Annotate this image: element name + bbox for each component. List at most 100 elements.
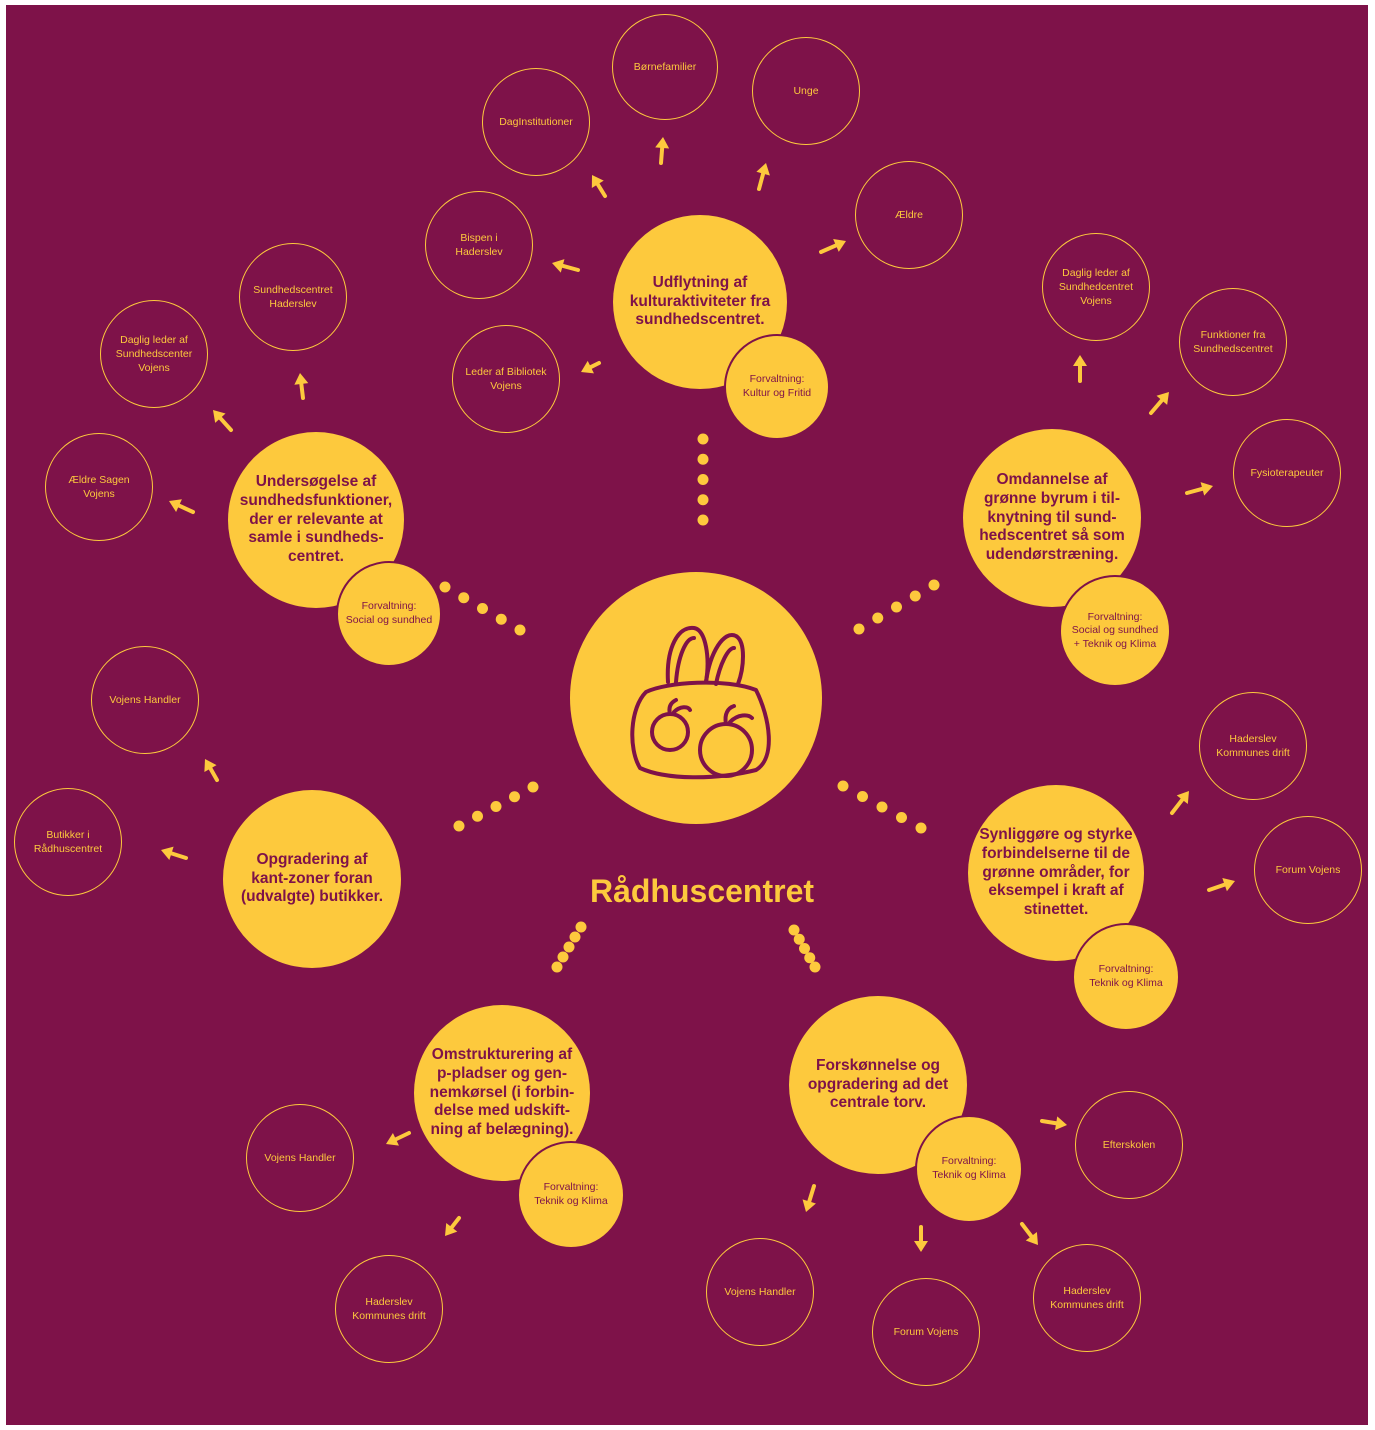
kultur-admin-label: Forvaltning: Kultur og Fritid <box>742 373 812 399</box>
arrow-head <box>161 846 174 861</box>
arrow-shaft <box>819 243 838 254</box>
target-aeldre: Ældre <box>855 161 963 269</box>
connector-dot <box>439 581 451 593</box>
connector-dot <box>896 812 907 823</box>
pladser-main-label: Omstrukturering af p-pladser og gen- nem… <box>429 1045 575 1139</box>
arrow-head <box>445 1223 458 1236</box>
target-funktioner-fra-sundhedscentret: Funktioner fra Sundhedscentret <box>1179 288 1287 396</box>
connector-dot <box>472 810 483 822</box>
connector-dot <box>809 961 821 973</box>
arrow-shaft <box>1207 882 1227 892</box>
arrow-shaft <box>659 145 665 165</box>
kantzoner-main-circle: Opgradering af kant-zoner foran (udvalgt… <box>223 790 401 968</box>
target-haderslev-kommunes-drift-south: Haderslev Kommunes drift <box>1033 1244 1141 1352</box>
torv-main-label: Forskønnelse og opgradering ad det centr… <box>807 1056 949 1112</box>
target-vojens-handler-south-west: Vojens Handler <box>246 1104 354 1212</box>
connector-dot <box>697 453 709 465</box>
kultur-admin-circle: Forvaltning: Kultur og Fritid <box>724 334 830 440</box>
pladser-admin-circle: Forvaltning: Teknik og Klima <box>517 1141 625 1249</box>
target-fysioterapeuter: Fysioterapeuter <box>1233 419 1341 527</box>
connector-dot <box>909 590 921 602</box>
target-unge: Unge <box>752 37 860 145</box>
target-forum-vojens-east: Forum Vojens <box>1254 816 1362 924</box>
connector-dot <box>697 494 709 506</box>
center-title: Rådhuscentret <box>589 873 815 909</box>
arrow-head <box>169 499 182 512</box>
target-bispen-haderslev: Bispen i Haderslev <box>425 191 533 299</box>
connector-dot <box>551 961 563 973</box>
target-boernefamilier: Børnefamilier <box>612 14 718 120</box>
center-circle <box>570 572 822 824</box>
torv-admin-circle: Forvaltning: Teknik og Klima <box>915 1115 1023 1223</box>
connector-dot <box>458 592 470 604</box>
arrow-shaft <box>560 263 580 272</box>
connector-dot <box>697 433 709 445</box>
arrow-head <box>1222 877 1235 892</box>
target-daglig-leder-sundhedscenter-vojens: Daglig leder af Sundhedscenter Vojens <box>100 300 208 408</box>
target-haderslev-kommunes-drift-south-west: Haderslev Kommunes drift <box>335 1255 443 1363</box>
target-daginstitutioner: DagInstitutioner <box>482 68 590 176</box>
forbindelser-main-label: Synliggøre og styrke forbindelserne til … <box>979 825 1133 919</box>
arrow-head <box>386 1132 399 1146</box>
arrow-shaft <box>595 182 607 198</box>
connector-dot <box>876 801 888 813</box>
kultur-main-label: Udflytning af kulturaktiviteter fra sund… <box>629 273 771 329</box>
torv-main-circle: Forskønnelse og opgradering ad det centr… <box>789 996 967 1174</box>
arrow-head <box>756 163 770 176</box>
connector-dot <box>477 603 488 614</box>
arrow-head <box>552 259 565 273</box>
connector-dot <box>569 931 581 943</box>
arrow-head <box>591 175 604 189</box>
pladser-admin-label: Forvaltning: Teknik og Klima <box>534 1181 608 1207</box>
arrow-shaft <box>169 851 188 860</box>
connector-dot <box>509 791 520 803</box>
arrow-shaft <box>1170 797 1185 815</box>
connector-dot <box>557 951 569 963</box>
connector-dot <box>514 624 526 636</box>
target-efterskolen: Efterskolen <box>1075 1091 1183 1199</box>
diagram-canvas: Rådhuscentret Udflytning af kulturaktivi… <box>6 5 1368 1425</box>
arrow-shaft <box>299 381 305 400</box>
sundhed-admin-label: Forvaltning: Social og sundhed <box>345 600 433 626</box>
connector-dot <box>793 933 805 945</box>
shopping-bag-apples-icon <box>630 625 771 780</box>
arrow-head <box>1025 1232 1038 1245</box>
arrow-head <box>213 410 226 423</box>
connector-dot <box>697 514 709 526</box>
target-leder-bibliotek-vojens: Leder af Bibliotek Vojens <box>452 325 560 433</box>
forbindelser-admin-label: Forvaltning: Teknik og Klima <box>1089 963 1163 989</box>
connector-dot <box>490 801 502 812</box>
arrow-head <box>581 360 594 374</box>
arrow-shaft <box>449 1216 461 1230</box>
target-haderslev-kommunes-drift-east: Haderslev Kommunes drift <box>1199 692 1307 800</box>
connector-dot <box>788 924 800 936</box>
connector-dot <box>799 943 810 954</box>
connector-dot <box>915 822 927 834</box>
arrow-head <box>1176 791 1189 804</box>
arrow-shaft <box>208 766 219 782</box>
byrum-admin-label: Forvaltning: Social og sundhed + Teknik … <box>1071 610 1159 650</box>
arrow-shaft <box>1149 398 1164 415</box>
connector-dot <box>453 820 465 832</box>
arrow-shaft <box>1020 1222 1034 1239</box>
connector-dot <box>804 952 816 964</box>
connector-dot <box>563 941 575 953</box>
connector-dot <box>575 921 587 933</box>
arrow-head <box>204 759 217 773</box>
connectors-layer <box>161 137 1235 1252</box>
connector-dot <box>891 601 902 613</box>
target-vojens-handler-west: Vojens Handler <box>91 646 199 754</box>
connector-dot <box>928 579 940 591</box>
arrow-head <box>655 137 670 149</box>
sundhed-main-label: Undersøgelse af sundhedsfunktioner, der … <box>239 472 393 566</box>
target-forum-vojens-south: Forum Vojens <box>872 1278 980 1386</box>
sundhed-admin-circle: Forvaltning: Social og sundhed <box>336 561 442 667</box>
pladser-main-circle: Omstrukturering af p-pladser og gen- nem… <box>414 1005 590 1181</box>
kantzoner-main-label: Opgradering af kant-zoner foran (udvalgt… <box>240 850 384 906</box>
arrow-shaft <box>757 171 766 191</box>
arrow-shaft <box>588 361 601 370</box>
arrow-head <box>1156 392 1169 405</box>
connector-dot <box>853 623 865 635</box>
torv-admin-label: Forvaltning: Teknik og Klima <box>932 1155 1006 1181</box>
byrum-admin-circle: Forvaltning: Social og sundhed + Teknik … <box>1059 575 1171 687</box>
